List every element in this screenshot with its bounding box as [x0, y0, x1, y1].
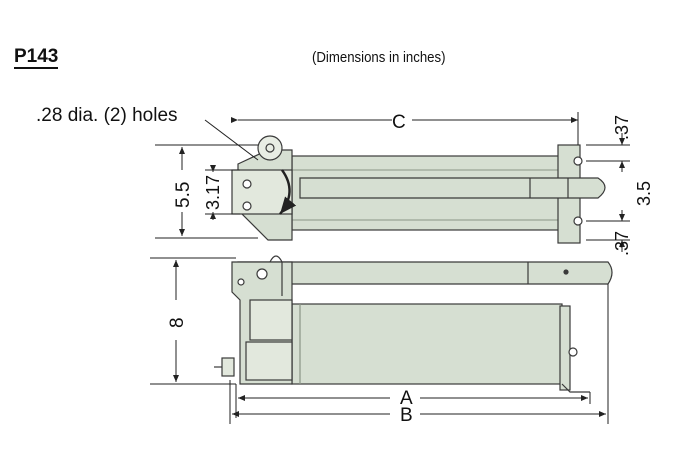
- hole-callout-label: .28 dia. (2) holes: [36, 105, 178, 126]
- dim-mount-spacing-label: 3.5: [634, 181, 654, 206]
- top-release-knob: [257, 135, 283, 161]
- side-handle: [237, 261, 613, 285]
- dim-edge-top-label: .37: [612, 115, 632, 140]
- dim-edge-bottom-label: .37: [612, 231, 632, 256]
- side-end-bracket: [559, 305, 571, 391]
- top-hole-left-1: [242, 179, 252, 189]
- dim-width-label: 5.5: [173, 182, 194, 208]
- dim-b-label: B: [400, 405, 413, 426]
- top-mount-hole-2: [573, 216, 583, 226]
- rotation-arrow: [279, 169, 297, 215]
- top-handle: [299, 177, 606, 199]
- dim-bolt-spacing-label: 3.17: [203, 175, 223, 210]
- side-view: [214, 255, 613, 393]
- top-view: [231, 135, 606, 244]
- side-reservoir: [291, 303, 563, 385]
- dim-c-label: C: [392, 112, 406, 133]
- side-dimensions: [150, 257, 609, 424]
- side-outlet-fitting: [221, 357, 235, 377]
- model-number: P143: [14, 46, 59, 69]
- top-dimensions: [155, 112, 630, 252]
- units-note: (Dimensions in inches): [312, 49, 446, 66]
- top-mount-hole-1: [573, 156, 583, 166]
- top-hole-left-2: [242, 201, 252, 211]
- dim-height-label: 8: [167, 317, 188, 328]
- dim-a-label: A: [400, 388, 413, 409]
